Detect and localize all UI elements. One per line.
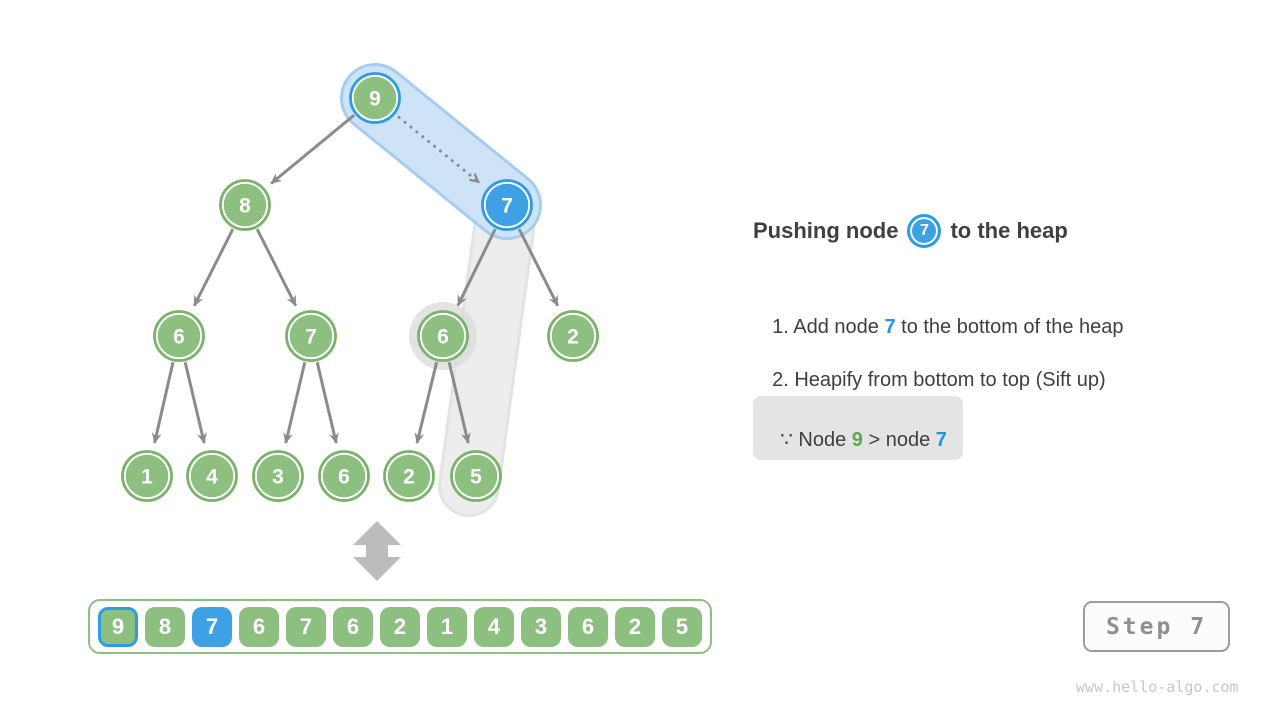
- tree-node-value: 2: [567, 326, 579, 349]
- tree-node-n7g: 7: [285, 310, 337, 362]
- tree-edge: [456, 228, 497, 307]
- tree-node-body: [223, 183, 267, 227]
- panel-title-post: to the heap: [950, 218, 1068, 243]
- step-2-pre: 2. Heapify from bottom to top (Sift up): [772, 369, 1106, 391]
- reason-note: ∵ Node 9 > node 7: [753, 396, 963, 460]
- swap-dotted-arrow: [397, 116, 481, 184]
- tree-edge: [315, 361, 339, 444]
- panel-title: Pushing node 7 to the heap: [753, 214, 1068, 248]
- inline-node-badge-value: 7: [920, 222, 929, 239]
- tree-edge: [255, 228, 298, 307]
- tree-node-value: 6: [437, 326, 449, 349]
- tree-node-value: 6: [338, 466, 350, 489]
- tree-node-body: [421, 314, 465, 358]
- array-cell: 9: [98, 606, 138, 647]
- tree-node-n7b: 7: [481, 179, 533, 231]
- array-cell: 6: [239, 606, 279, 647]
- step-1-pre: 1. Add node: [772, 316, 885, 338]
- tree-node-body: [322, 454, 366, 498]
- step-indicator-button[interactable]: Step 7: [1083, 601, 1230, 652]
- tree-node-n6c: 6: [417, 310, 469, 362]
- tree-node-body: [353, 76, 397, 120]
- array-cell: 3: [521, 606, 561, 647]
- tree-node-value: 8: [239, 195, 251, 218]
- array-cell: 6: [333, 606, 373, 647]
- panel-title-pre: Pushing node: [753, 218, 899, 243]
- tree-node-body: [289, 314, 333, 358]
- tree-array-equivalence-arrow: [353, 521, 401, 581]
- step-1-highlight: 7: [884, 316, 896, 338]
- array-cell: 7: [192, 606, 232, 647]
- reason-note-blue-value: 7: [935, 429, 947, 451]
- step-indicator-label: Step 7: [1105, 613, 1208, 640]
- heap-tree-canvas: 9 8 7 6 7 6 2 1 4 3 6 2 5: [121, 63, 599, 581]
- tree-node-body: [485, 183, 529, 227]
- tree-node-value: 7: [501, 195, 513, 218]
- tree-node-n6d: 6: [318, 450, 370, 502]
- tree-node-body: [256, 454, 300, 498]
- tree-node-value: 3: [272, 466, 284, 489]
- step-1-post: to the bottom of the heap: [895, 316, 1124, 338]
- tree-edge: [270, 114, 356, 185]
- tree-node-value: 7: [305, 326, 317, 349]
- tree-node-body: [190, 454, 234, 498]
- tree-node-n4: 4: [186, 450, 238, 502]
- array-cell: 8: [145, 606, 185, 647]
- tree-edge: [517, 228, 560, 307]
- tree-node-value: 6: [173, 326, 185, 349]
- array-cell: 2: [615, 606, 655, 647]
- tree-node-value: 2: [403, 466, 415, 489]
- tree-node-value: 9: [369, 88, 381, 111]
- tree-node-body: [551, 314, 595, 358]
- tree-node-value: 1: [141, 466, 153, 489]
- tree-node-body: [125, 454, 169, 498]
- reason-note-pre: ∵ Node: [780, 429, 852, 451]
- tree-node-body: [157, 314, 201, 358]
- tree-edge: [414, 361, 439, 444]
- tree-node-n9: 9: [349, 72, 401, 124]
- array-cell: 7: [286, 606, 326, 647]
- tree-node-n1: 1: [121, 450, 173, 502]
- tree-node-n2b: 2: [383, 450, 435, 502]
- tree-node-body: [454, 454, 498, 498]
- tree-node-n5: 5: [450, 450, 502, 502]
- array-cell: 6: [568, 606, 608, 647]
- tree-node-n2a: 2: [547, 310, 599, 362]
- tree-node-value: 4: [206, 466, 218, 489]
- tree-edge: [283, 361, 307, 444]
- step-1-text: 1. Add node 7 to the bottom of the heap: [761, 293, 1124, 339]
- reason-note-green-value: 9: [851, 429, 863, 451]
- inline-node-badge: 7: [907, 214, 942, 248]
- tree-edge: [192, 228, 235, 307]
- swap-highlight-band-gray: [441, 179, 535, 514]
- tree-node-n8: 8: [219, 179, 271, 231]
- tree-node-value: 5: [470, 466, 482, 489]
- tree-edge: [183, 361, 207, 444]
- reason-note-mid: > node: [862, 429, 936, 451]
- array-cell: 5: [662, 606, 702, 647]
- array-cell: 2: [380, 606, 420, 647]
- step-2-text: 2. Heapify from bottom to top (Sift up): [761, 346, 1106, 392]
- tree-edge: [151, 361, 175, 444]
- tree-node-n6a: 6: [153, 310, 205, 362]
- array-cell: 1: [427, 606, 467, 647]
- tree-edge: [447, 361, 471, 444]
- website-watermark: www.hello-algo.com: [1076, 678, 1239, 696]
- tree-node-body: [387, 454, 431, 498]
- array-cell: 4: [474, 606, 514, 647]
- tree-node-n3: 3: [252, 450, 304, 502]
